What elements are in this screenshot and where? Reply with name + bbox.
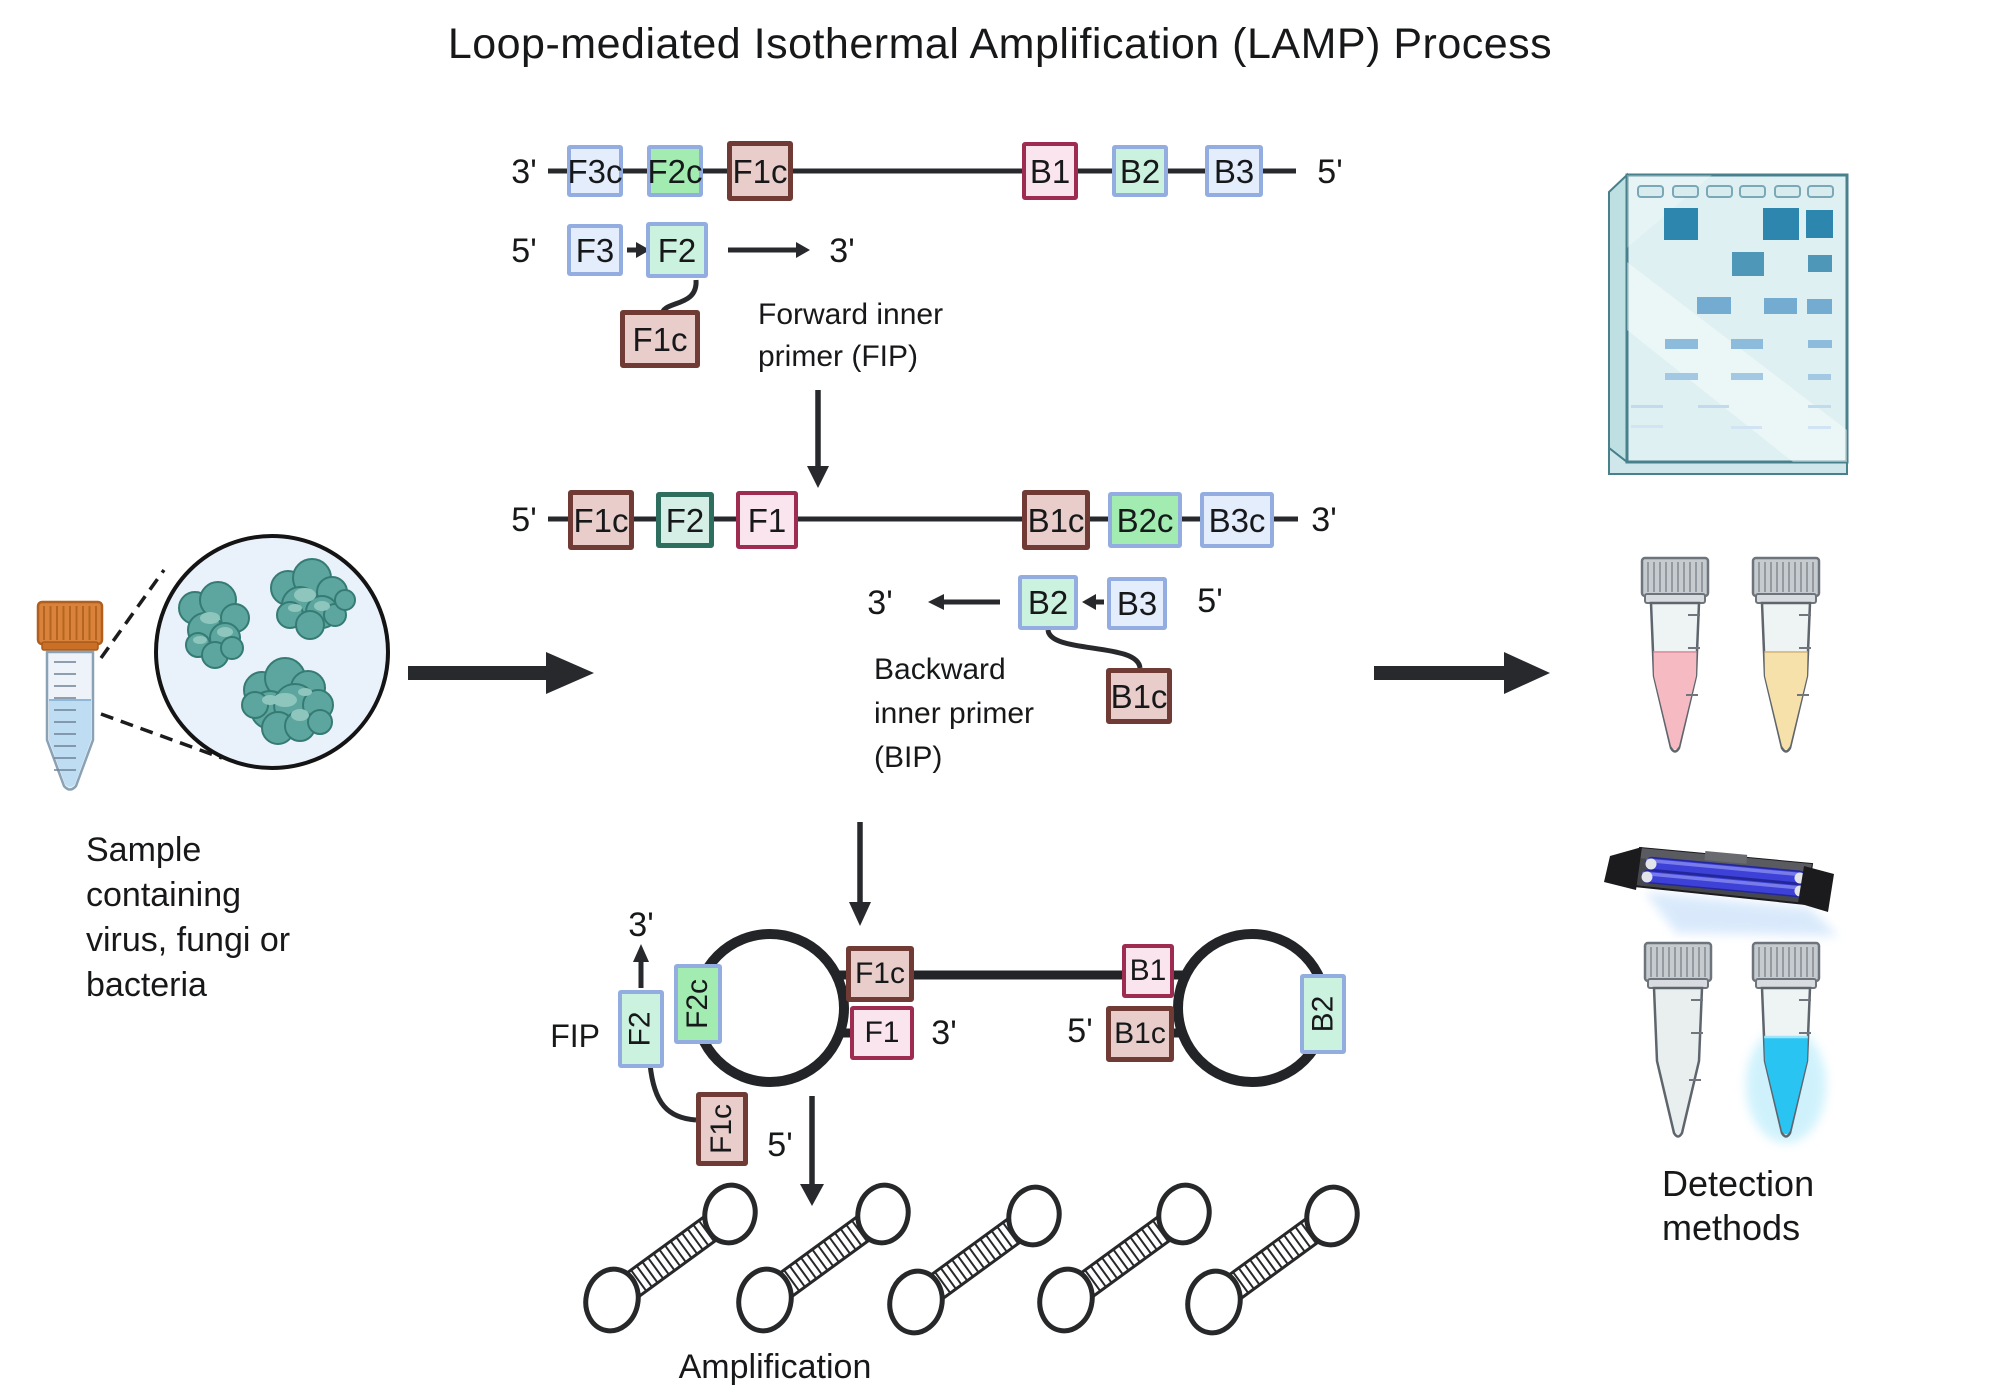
primer-box-b1-loop: B1 xyxy=(1122,944,1174,998)
bip-caption: Backward inner primer (BIP) xyxy=(874,648,1034,780)
microbe-blob-2 xyxy=(270,558,356,640)
strand-top-5prime: 5' xyxy=(1317,153,1343,191)
gel-electrophoresis xyxy=(1608,172,1849,475)
sample-caption: Sample containing virus, fungi or bacter… xyxy=(86,828,290,1008)
primer-box-f3c: F3c xyxy=(567,145,623,197)
amplification-label: Amplification xyxy=(678,1348,872,1386)
fip-caption: Forward inner primer (FIP) xyxy=(758,294,943,378)
dumbbell-f1-3prime: 3' xyxy=(931,1014,957,1052)
sample-caption-line3: virus, fungi or xyxy=(86,921,291,959)
big-arrow-left xyxy=(408,652,594,694)
primer-box-b3: B3 xyxy=(1205,145,1263,197)
primer-box-b1c-bip: B1c xyxy=(1106,668,1172,724)
primer-box-b3c: B3c xyxy=(1200,492,1274,548)
tube-clear xyxy=(1643,941,1713,1138)
detection-caption: Detection methods xyxy=(1662,1162,1814,1250)
primer-box-f1c-loop: F1c xyxy=(846,946,914,1002)
primer-box-f2: F2 xyxy=(646,222,708,278)
primer-box-f3: F3 xyxy=(567,224,623,276)
primer-box-b2c: B2c xyxy=(1108,492,1182,548)
primer-box-f2c-dumbbell: F2c xyxy=(674,964,722,1044)
sample-caption-line4: bacteria xyxy=(86,966,207,1004)
dumbbell-3prime: 3' xyxy=(628,906,654,944)
dumbbell-tail-5prime: 5' xyxy=(767,1126,793,1164)
strand-mid-3prime: 3' xyxy=(1311,501,1337,539)
fip-3prime: 3' xyxy=(829,232,855,270)
strand-mid-5prime: 5' xyxy=(511,501,537,539)
sample-falcon-tube xyxy=(36,600,104,791)
big-arrow-right xyxy=(1374,652,1550,694)
primer-box-f1-mid: F1 xyxy=(736,491,798,549)
page-title: Loop-mediated Isothermal Amplification (… xyxy=(447,20,1553,68)
down-arrow-1 xyxy=(807,390,829,488)
dumbbell-b1c-5prime: 5' xyxy=(1067,1012,1093,1050)
bip-arrows xyxy=(928,594,1143,669)
uv-lamp xyxy=(1604,846,1838,936)
primer-box-f2-mid: F2 xyxy=(656,492,714,548)
detection-caption-line1: Detection xyxy=(1662,1163,1815,1204)
primer-box-f1c-tail: F1c xyxy=(620,310,700,368)
down-arrow-2 xyxy=(849,822,871,926)
magnifier-dashed-lines xyxy=(99,568,223,760)
strand-top-3prime: 3' xyxy=(511,153,537,191)
fip-5prime: 5' xyxy=(511,232,537,270)
primer-box-f1c-mid: F1c xyxy=(568,490,634,550)
dumbbell-fip-label: FIP xyxy=(550,1018,600,1054)
bip-caption-line1: Backward xyxy=(874,653,1006,686)
primer-box-f1-loop: F1 xyxy=(850,1006,914,1060)
sample-magnified-circle xyxy=(154,534,390,770)
primer-box-b2-bip: B2 xyxy=(1018,575,1078,630)
bip-5prime: 5' xyxy=(1197,582,1223,620)
gel-bands xyxy=(1631,208,1833,429)
tube-yellow xyxy=(1751,556,1821,753)
primer-box-b2: B2 xyxy=(1112,145,1168,197)
primer-box-f1c-tail-dumbbell: F1c xyxy=(696,1092,748,1166)
bip-caption-line3: (BIP) xyxy=(874,741,943,774)
primer-box-b2-dumbbell: B2 xyxy=(1300,974,1346,1054)
primer-box-b1c-loop: B1c xyxy=(1106,1006,1174,1062)
primer-box-f2-dumbbell: F2 xyxy=(618,990,664,1068)
sample-caption-line2: containing xyxy=(86,876,242,914)
down-arrow-3 xyxy=(800,1096,824,1206)
primer-box-f1c: F1c xyxy=(727,141,793,201)
primer-box-b1c-mid: B1c xyxy=(1022,490,1090,550)
sample-caption-line1: Sample xyxy=(86,831,202,869)
tube-pink xyxy=(1640,556,1710,753)
amplification-products xyxy=(580,1180,1362,1337)
bip-3prime: 3' xyxy=(867,584,893,622)
gel-wells xyxy=(1637,185,1834,198)
primer-box-b1: B1 xyxy=(1022,142,1078,200)
fip-caption-line1: Forward inner xyxy=(758,298,944,331)
detection-caption-line2: methods xyxy=(1662,1207,1801,1248)
fip-caption-line2: primer (FIP) xyxy=(758,340,918,373)
primer-box-b3-bip: B3 xyxy=(1107,577,1167,630)
primer-box-f2c: F2c xyxy=(647,145,703,197)
bip-caption-line2: inner primer xyxy=(874,697,1035,730)
tube-fluorescent xyxy=(1746,941,1826,1143)
